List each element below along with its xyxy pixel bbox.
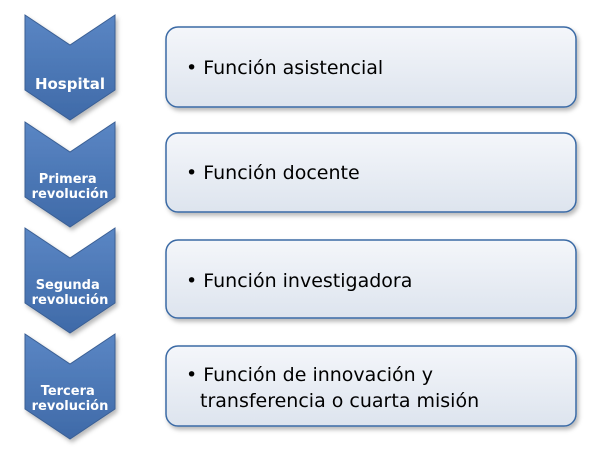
stage-label-line: Hospital	[35, 75, 105, 93]
stage-label-line: Segunda	[36, 278, 100, 293]
bullet-item-line: • Función docente	[186, 162, 360, 184]
bullet-item-line: • Función asistencial	[186, 57, 383, 79]
stage-label-line: revolución	[32, 399, 109, 414]
stage-content-box	[165, 132, 577, 213]
stage-label: Tercera revolución	[32, 384, 109, 414]
stage-segunda-revolucion: Segunda revolución • Función investigado…	[24, 227, 577, 334]
bullet-item: • Función de innovación y transferencia …	[186, 364, 479, 412]
stage-label-line: revolución	[32, 187, 109, 202]
stage-content-box	[165, 26, 577, 108]
stage-label-line: Primera	[39, 172, 97, 187]
bullet-glyph: •	[186, 57, 203, 79]
bullet-glyph: •	[186, 162, 203, 184]
stage-label-line: Tercera	[41, 384, 95, 399]
chevron-shape	[24, 14, 116, 121]
bullet-item: • Función asistencial	[186, 57, 383, 79]
stage-tercera-revolucion: Tercera revolución • Función de innovaci…	[24, 333, 577, 440]
stage-label: Primera revolución	[32, 172, 109, 202]
stage-content-box	[165, 345, 577, 427]
bullet-item: • Función docente	[186, 162, 360, 184]
bullet-glyph: •	[186, 270, 203, 292]
bullet-item-line: • Función de innovación y	[186, 364, 433, 386]
chevron-shape	[24, 227, 116, 334]
stage-label: Hospital	[35, 75, 105, 93]
bullet-item-line: transferencia o cuarta misión	[200, 390, 479, 412]
stage-label-line: revolución	[32, 293, 109, 308]
stage-content-box	[165, 239, 577, 319]
bullet-glyph: •	[186, 364, 203, 386]
stage-label: Segunda revolución	[32, 278, 109, 308]
bullet-item-line: • Función investigadora	[186, 270, 412, 292]
chevron-shape	[24, 121, 116, 228]
chevron-shape	[24, 333, 116, 440]
bullet-item: • Función investigadora	[186, 270, 412, 292]
stage-hospital: Hospital • Función asistencial	[24, 14, 577, 121]
stage-primera-revolucion: Primera revolución • Función docente	[24, 121, 577, 228]
